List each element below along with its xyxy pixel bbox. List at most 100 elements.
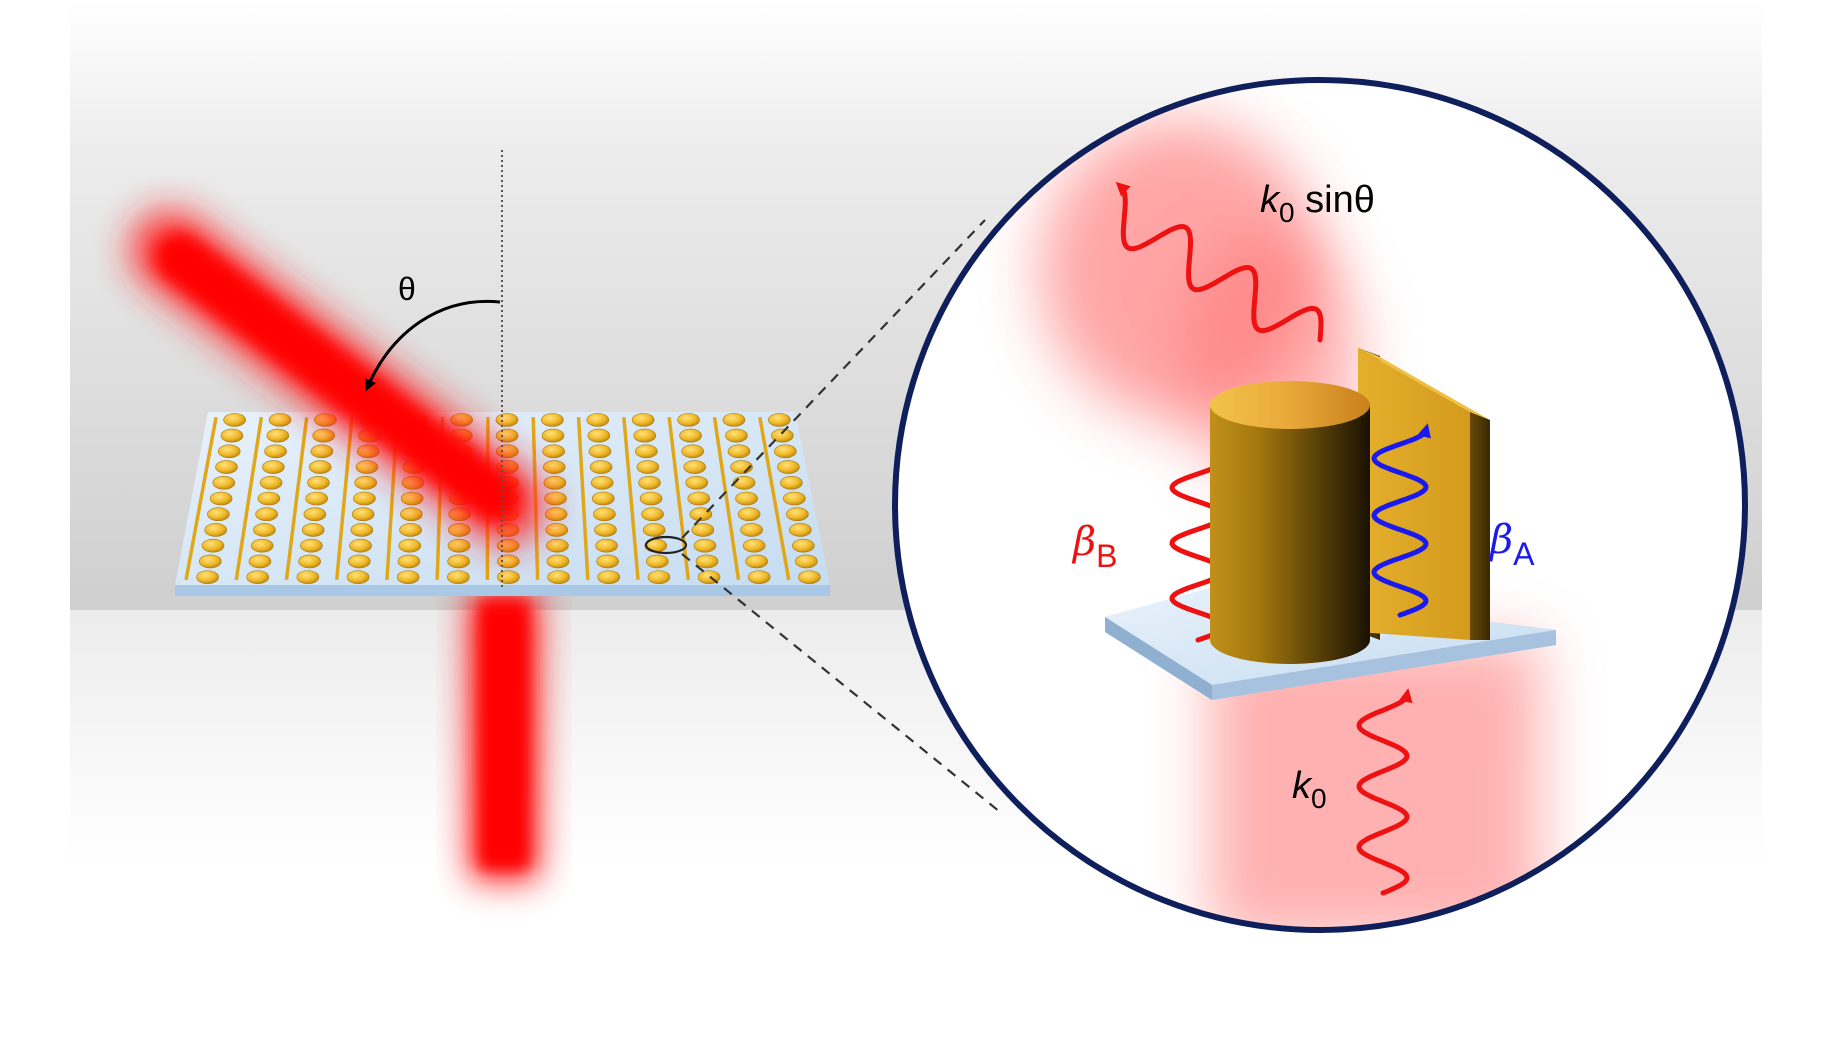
gold-nanopillar [253,523,276,537]
gold-stripe [234,416,264,581]
gold-nanopillar [264,444,287,459]
gold-nanopillar [497,570,520,584]
gold-nanopillar [266,428,290,443]
gold-stripe [712,416,741,581]
gold-stripe [667,416,691,581]
zoom-circle-border [892,77,1748,933]
gold-nanopillar [647,570,671,584]
gold-nanopillar [646,554,669,569]
gold-nanopillar [589,460,613,474]
gold-nanopillar [196,570,219,584]
gold-nanopillar [448,523,471,537]
gold-nanopillar [677,413,700,427]
gold-nanopillar [635,444,658,459]
k0-sin-theta-label: k0 sinθ [1260,179,1375,228]
gold-nanopillar [398,538,422,553]
gold-nanopillar [447,538,471,553]
outgoing-wave [1115,181,1324,343]
gold-nanopillar [257,491,281,506]
gold-nanopillar [303,507,327,522]
gold-nanopillar [789,523,812,537]
beta-b-label: βB [1071,519,1117,574]
gold-nanopillar [215,460,238,474]
zoom-line-bottom [681,553,1001,813]
gold-nanopillar [681,444,704,459]
gold-nanopillar [693,538,717,553]
gold-nanopillar [737,507,761,522]
gold-nanopillar [745,554,768,569]
gold-nanopillar [590,475,614,490]
gold-nanopillar [747,570,771,584]
gold-nanopillar [209,491,233,506]
gold-nanopillar [308,460,332,474]
gold-nanopillar [546,554,570,569]
gold-nanopillar [768,413,791,427]
gold-nanopillar [544,491,567,506]
gold-nanopillar [597,570,621,584]
gold-nanopillar [636,460,660,474]
gold-nanopillar [400,507,423,522]
gold-nanopillar [771,428,794,443]
gold-nanopillar [541,428,565,443]
gold-nanopillar [595,538,618,553]
gold-nanopillar [683,460,707,474]
gold-nanopillar [355,460,379,474]
gold-nanopillar [542,444,565,459]
gold-nanopillar [542,460,566,474]
gold-nanopillar [246,570,270,584]
gold-nanopillar [298,554,321,569]
gold-nanopillar [400,491,424,506]
gold-nanopillar [722,413,746,427]
gold-nanopillar [792,538,815,553]
gold-stripe [284,416,309,581]
gold-nanopillar [725,428,748,443]
gold-nanopillar [495,413,519,427]
gold-stripe [334,417,354,580]
gold-nanocylinder [1210,381,1370,664]
gold-nanopillar [727,444,751,459]
gold-nanopillar [639,491,663,506]
gold-nanopillar [742,538,766,553]
gold-nanopillar [296,570,320,584]
gold-nanopillar [591,491,615,506]
gold-nanopillar [447,570,470,584]
gold-nanopillar [354,475,378,490]
zoom-line-top [681,219,986,539]
gold-nanopillar [495,428,519,443]
gold-nanopillar [350,523,374,537]
gold-nanopillar [798,570,821,584]
gold-nanopillar [255,507,278,522]
gold-nanopillar [596,554,619,569]
theta-label: θ [398,271,416,307]
gold-nanopillar [207,507,230,522]
gold-nanopillar [223,413,246,427]
gold-nanopillar [217,444,241,459]
gold-nanopillar [447,554,470,569]
transmitted-beam [470,590,538,880]
gold-nanopillar [399,523,422,537]
gold-nanopillar [220,428,244,443]
gold-nanopillar [642,523,666,537]
gold-nanopillar [212,475,236,490]
gold-nanopillar [544,507,568,522]
gold-nanopillar [497,554,520,569]
gold-nanopillar [250,538,274,553]
gold-nanopillars [196,413,821,584]
gold-nanopillar [735,491,758,506]
gold-nanopillar [268,413,292,427]
gold-nanopillar [593,507,616,522]
gold-nanopillar [786,507,809,522]
gold-nanopillar [695,554,719,569]
gold-nanopillar [301,523,325,537]
gold-nanopillar [545,523,569,537]
gold-nanopillar [310,444,334,459]
gold-nanopillar [312,428,335,443]
beta-a-wave [1371,423,1431,618]
gold-nanopillar [783,491,806,506]
gold-nanopillar [396,570,420,584]
metasurface-plate [175,412,830,596]
gold-nanopillar [259,475,283,490]
gold-nanopillar [541,413,564,427]
gold-nanopillar [351,507,375,522]
